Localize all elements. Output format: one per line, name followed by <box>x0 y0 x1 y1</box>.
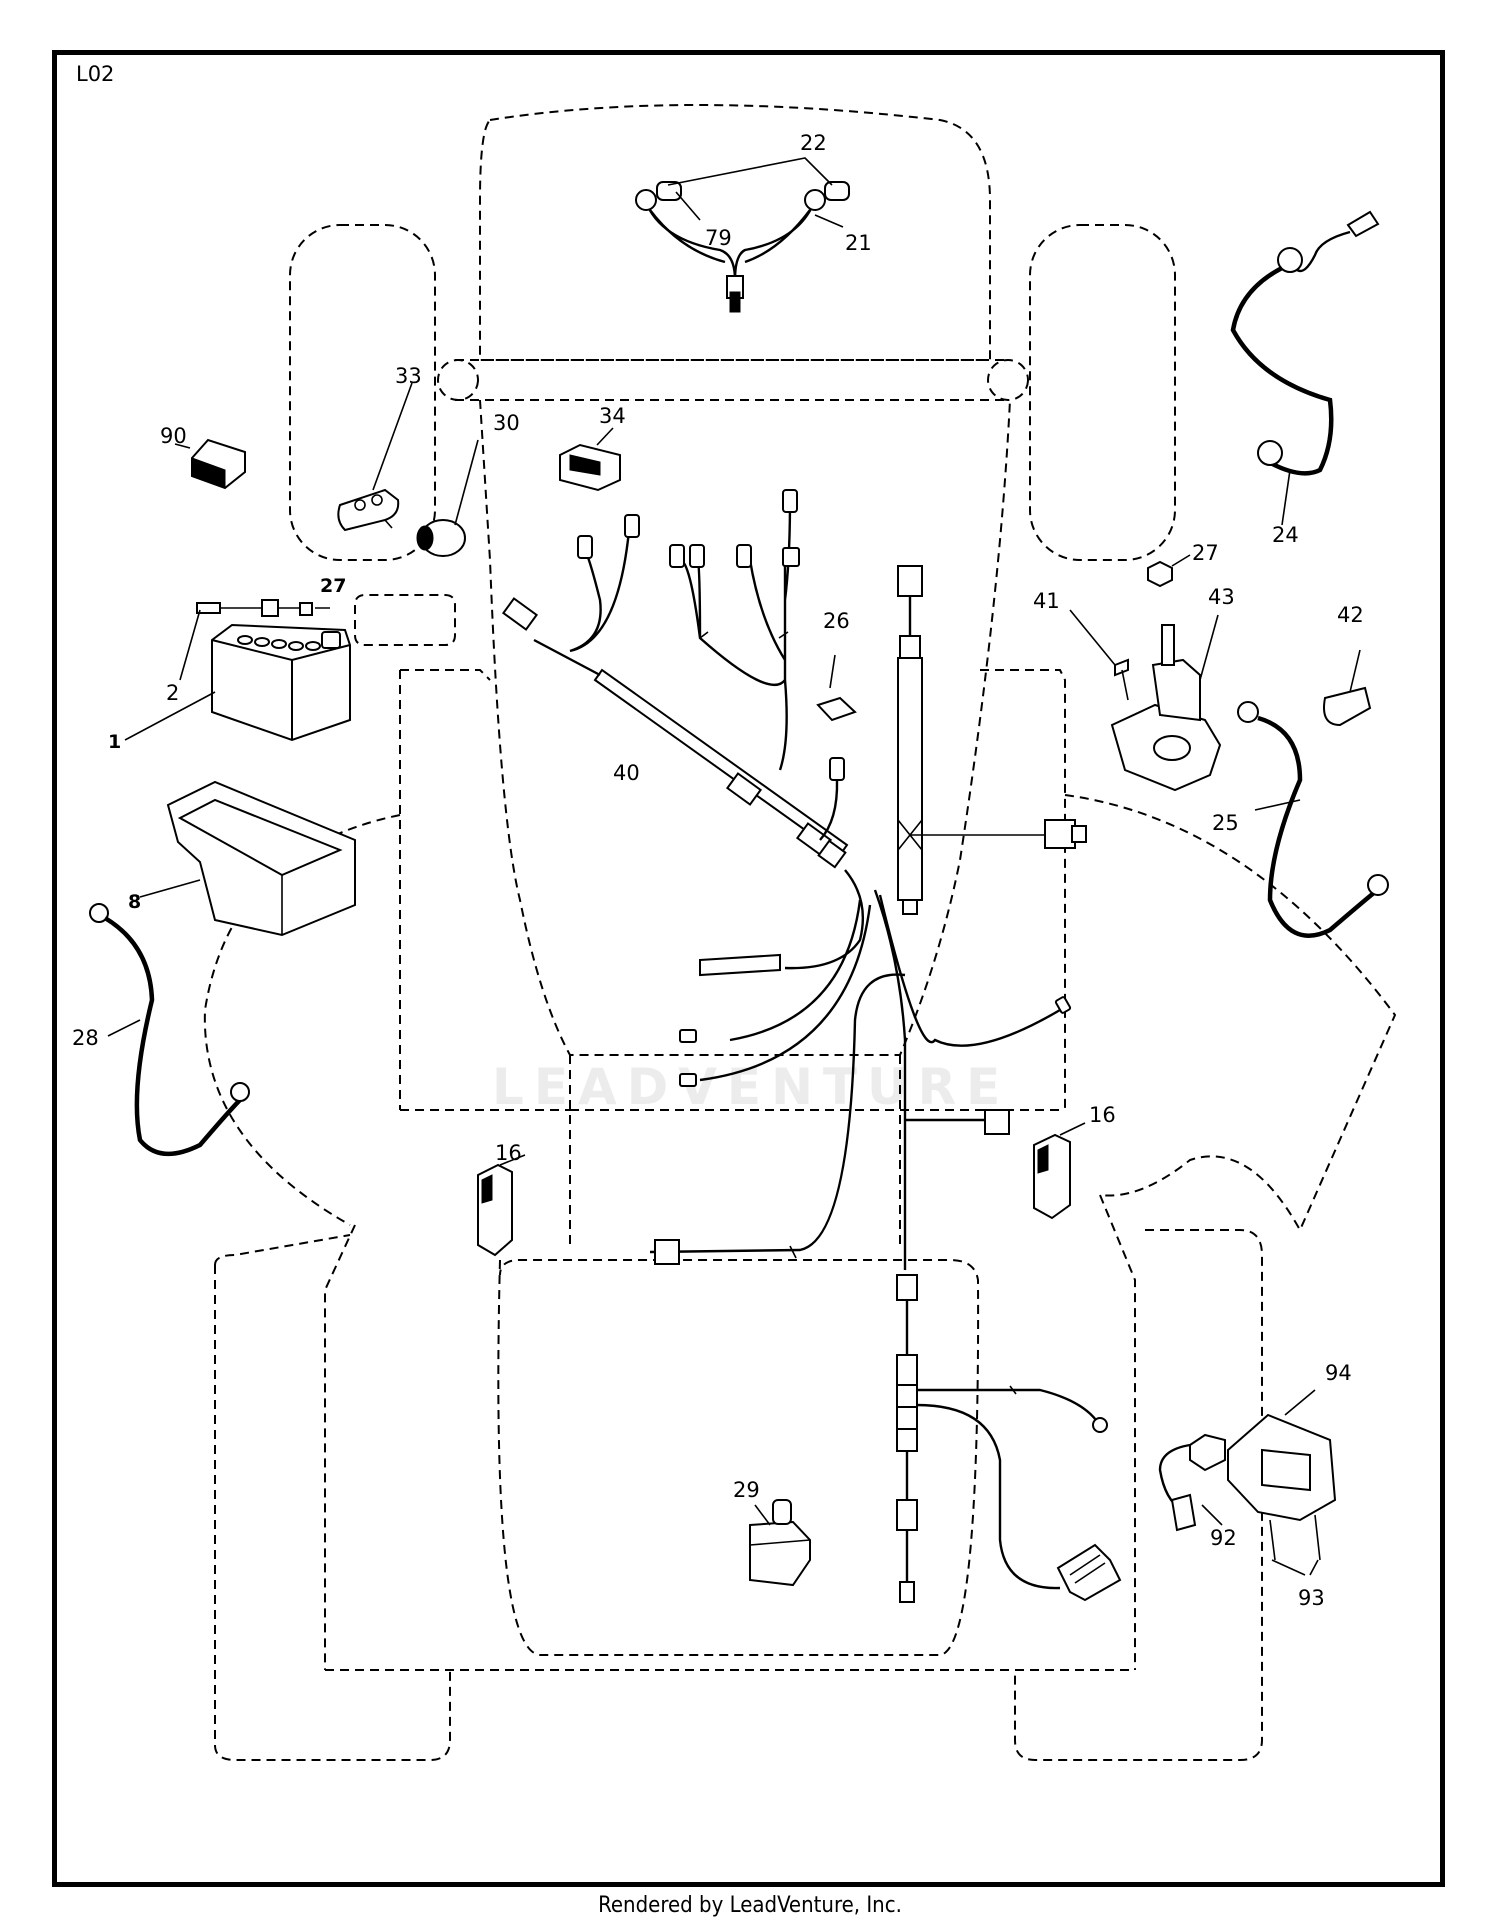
callout-1: 1 <box>108 731 121 753</box>
callout-90: 90 <box>160 424 187 448</box>
callout-40: 40 <box>613 761 640 785</box>
right-parts <box>1069 210 1389 938</box>
tractor-outline <box>203 104 1397 1761</box>
left-parts <box>89 382 479 1157</box>
page-code: L02 <box>76 62 115 86</box>
callout-27-solenoid: 27 <box>1192 541 1219 565</box>
rear-assembly <box>1158 1389 1337 1576</box>
battery-cells <box>237 635 321 651</box>
callout-34: 34 <box>599 404 626 428</box>
callout-41: 41 <box>1033 589 1060 613</box>
callout-16-left: 16 <box>495 1141 522 1165</box>
rear-connector <box>1056 1543 1122 1602</box>
callout-29: 29 <box>733 1478 760 1502</box>
callout-25: 25 <box>1212 811 1239 835</box>
callout-30: 30 <box>493 411 520 435</box>
callout-33: 33 <box>395 364 422 388</box>
callout-labels: 1 2 8 16 16 21 22 24 25 26 27 27 28 29 3… <box>72 131 1364 1610</box>
callout-43: 43 <box>1208 585 1235 609</box>
callout-26: 26 <box>823 609 850 633</box>
callout-79: 79 <box>705 226 732 250</box>
headlight-harness <box>635 157 850 313</box>
callout-2: 2 <box>166 681 179 705</box>
callout-21: 21 <box>845 231 872 255</box>
watermark: LEADVENTURE <box>492 1058 1011 1116</box>
callout-28: 28 <box>72 1026 99 1050</box>
callout-92: 92 <box>1210 1526 1237 1550</box>
callout-93: 93 <box>1298 1586 1325 1610</box>
callout-24: 24 <box>1272 523 1299 547</box>
main-harness <box>501 427 1108 1603</box>
callout-16-right: 16 <box>1089 1103 1116 1127</box>
footer-credit: Rendered by LeadVenture, Inc. <box>598 1893 902 1918</box>
callout-22: 22 <box>800 131 827 155</box>
pto-switch <box>749 1499 811 1587</box>
callout-27-battery: 27 <box>320 575 346 597</box>
diagram-frame <box>52 50 1445 1887</box>
safety-switches <box>477 1122 1086 1257</box>
callout-42: 42 <box>1337 603 1364 627</box>
callout-8: 8 <box>128 891 141 913</box>
callout-94: 94 <box>1325 1361 1352 1385</box>
